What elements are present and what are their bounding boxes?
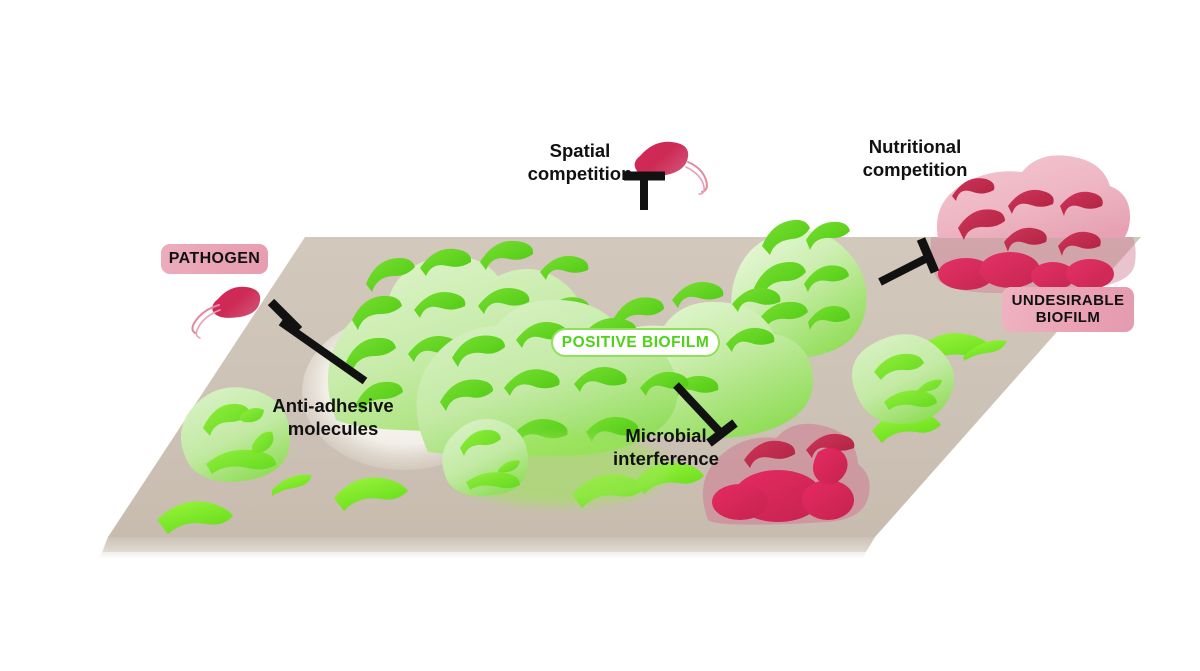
inhibition-symbols (267, 171, 940, 447)
green-colony-center-front (442, 418, 528, 497)
label-spatial-competition: Spatial competition (527, 140, 633, 184)
free-bacterium (334, 477, 408, 511)
undesirable-biofilm-badge: UNDESIRABLE BIOFILM (1002, 287, 1134, 332)
pathogen-badge: PATHOGEN (161, 244, 268, 274)
inhibition-spatial (624, 171, 665, 210)
green-colony-left (180, 387, 291, 482)
label-microbial-interference: Microbial interference (613, 425, 719, 469)
undesirable-biofilm-right (930, 155, 1136, 293)
inhibition-microbial (673, 382, 738, 447)
free-bacterium (272, 474, 312, 496)
pathogen-top (634, 141, 708, 195)
undesirable-biofilm-center (702, 423, 870, 525)
green-colony-right-small (852, 334, 955, 424)
inhibition-anti-adhesive (267, 298, 368, 385)
free-bacterium (157, 501, 233, 534)
free-bacterium (963, 340, 1007, 361)
label-anti-adhesive-molecules: Anti-adhesive molecules (272, 395, 394, 439)
label-nutritional-competition: Nutritional competition (862, 136, 968, 180)
positive-biofilm-badge: POSITIVE BIOFILM (551, 328, 720, 357)
inhibition-nutritional (878, 237, 940, 286)
pathogen-left (191, 286, 261, 339)
